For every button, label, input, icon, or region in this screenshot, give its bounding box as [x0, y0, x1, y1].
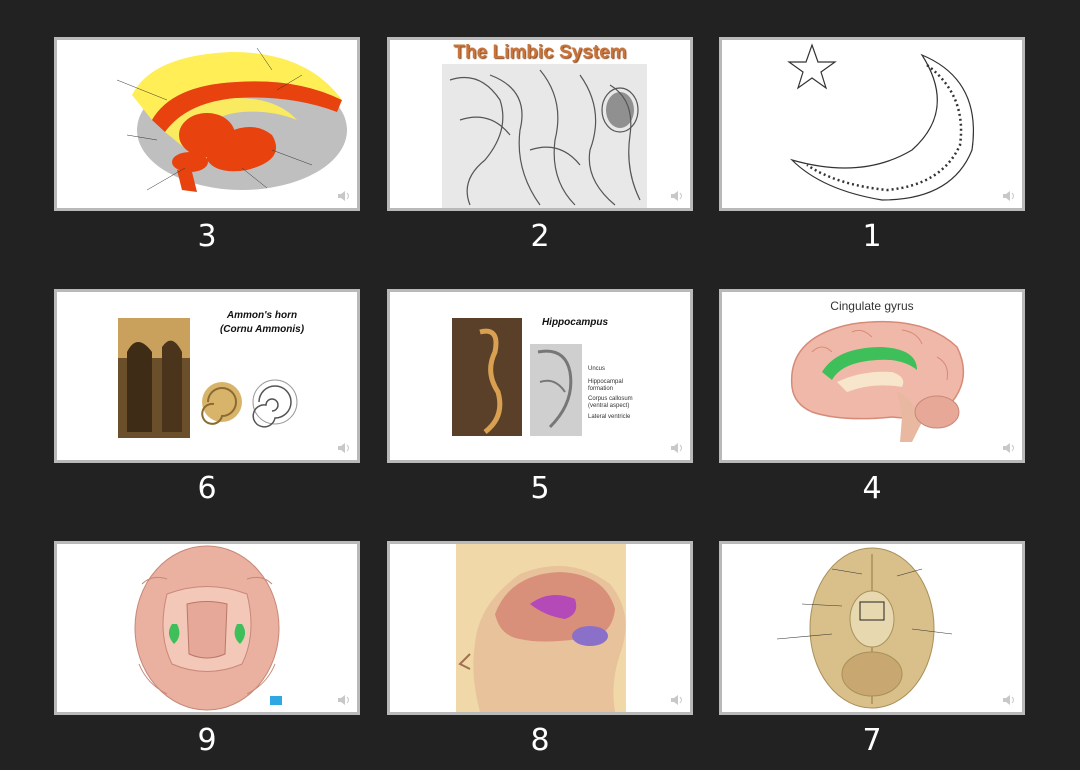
slide-3-preview[interactable]	[54, 37, 360, 211]
speaker-icon[interactable]	[337, 442, 351, 454]
slide-5-preview[interactable]: Hippocampus Uncus Hippocampal formation …	[387, 289, 693, 463]
slide-5-label-hippocampal: Hippocampal formation	[588, 379, 624, 392]
slide-4-title: Cingulate gyrus	[830, 299, 914, 313]
slide-8-preview[interactable]	[387, 541, 693, 715]
brain-top-view-image	[134, 545, 282, 711]
slide-5-title: Hippocampus	[541, 317, 609, 328]
speaker-icon[interactable]	[670, 694, 684, 706]
slide-number-7: 7	[862, 723, 882, 758]
head-side-view-image	[456, 544, 626, 712]
slide-number-3: 3	[197, 219, 217, 254]
slide-number-5: 5	[530, 471, 550, 506]
ammon-images	[118, 318, 298, 438]
cingulate-brain-image	[790, 320, 965, 442]
slide-6-title-line2: (Cornu Ammonis)	[219, 324, 305, 335]
limbic-sketch-image	[442, 64, 647, 208]
speaker-icon[interactable]	[337, 694, 351, 706]
slide-number-4: 4	[862, 471, 882, 506]
slide-4-preview[interactable]: Cingulate gyrus	[719, 289, 1025, 463]
slide-5-label-ventricle: Lateral ventricle	[588, 414, 631, 420]
slide-number-6: 6	[197, 471, 217, 506]
brain-base-view-image	[776, 547, 953, 709]
speaker-icon[interactable]	[1002, 442, 1016, 454]
limbic-diagram-image	[116, 47, 347, 192]
slide-2-title: The Limbic System	[453, 42, 627, 63]
slide-9-preview[interactable]	[54, 541, 360, 715]
hippocampus-images	[452, 318, 582, 436]
slide-6-preview[interactable]: Ammon's horn (Cornu Ammonis)	[54, 289, 360, 463]
slide-7-preview[interactable]	[719, 541, 1025, 715]
slide-5-label-corpus: Corpus callosum (ventral aspect)	[588, 396, 633, 409]
speaker-icon[interactable]	[670, 442, 684, 454]
slide-6-title-line1: Ammon's horn	[226, 310, 298, 321]
slide-number-9: 9	[197, 723, 217, 758]
crescent-star-image	[787, 43, 974, 201]
speaker-icon[interactable]	[670, 190, 684, 202]
speaker-icon[interactable]	[337, 190, 351, 202]
slide-1-preview[interactable]	[719, 37, 1025, 211]
slide-number-1: 1	[862, 219, 882, 254]
slide-number-2: 2	[530, 219, 550, 254]
slide-number-8: 8	[530, 723, 550, 758]
slide-2-preview[interactable]: The Limbic System	[387, 37, 693, 211]
speaker-icon[interactable]	[1002, 190, 1016, 202]
slide-5-label-uncus: Uncus	[588, 366, 606, 372]
speaker-icon[interactable]	[1002, 694, 1016, 706]
